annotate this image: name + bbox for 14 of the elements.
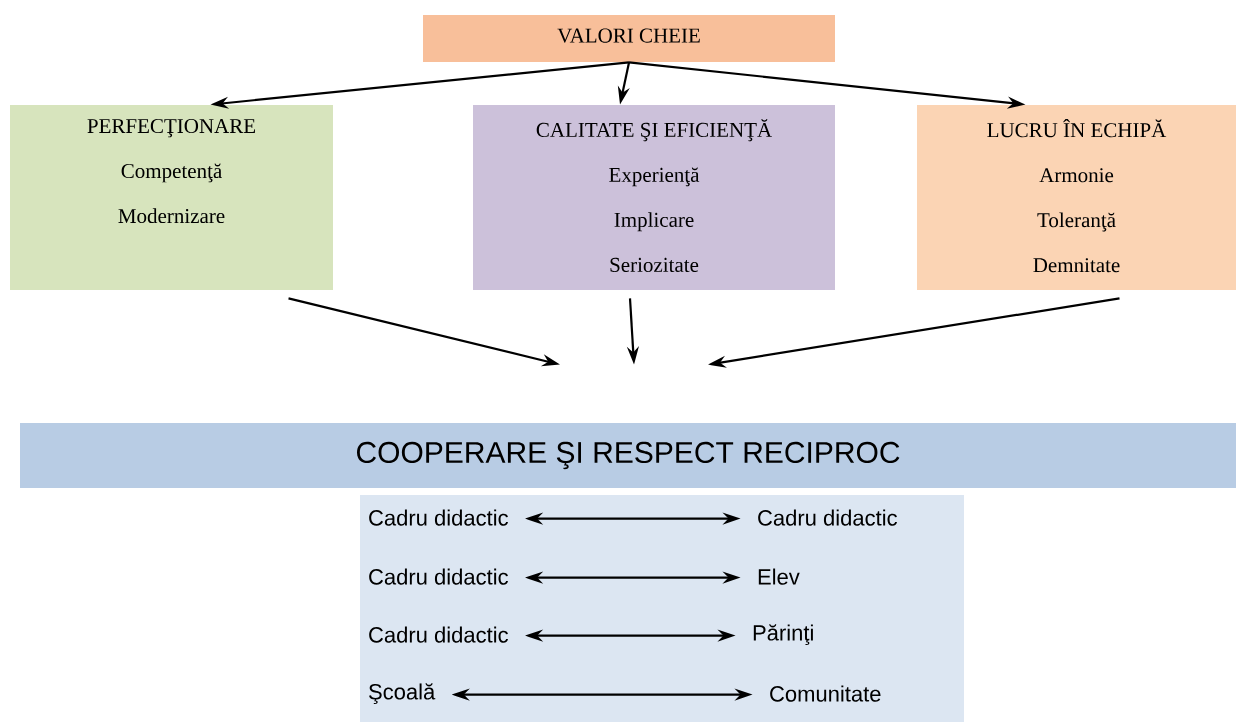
role-label: Comunitate: [770, 685, 881, 702]
value-box: LUCRU ÎN ECHIPĂ Armonie Toleranţă Demnitate: [917, 105, 1236, 290]
value-box: CALITATE ŞI EFICIENŢĂ Experienţă Implicare Seriozitate: [473, 105, 835, 290]
role-label: Părinţi: [753, 624, 813, 646]
role-label: Cadru didactic: [758, 509, 897, 526]
role-label: Elev: [758, 568, 800, 585]
role-label: Cadru didactic: [369, 509, 508, 526]
role-label: Cadru didactic: [369, 568, 508, 585]
value-box: PERFECŢIONARE Competenţă Modernizare: [10, 105, 333, 290]
role-label: Şcoală: [369, 683, 436, 705]
role-label: Cadru didactic: [369, 626, 508, 643]
heading-band: COOPERARE ŞI RESPECT RECIPROC: [20, 423, 1236, 488]
panel-background: [360, 495, 964, 722]
title-box: VALORI CHEIE: [423, 15, 835, 62]
